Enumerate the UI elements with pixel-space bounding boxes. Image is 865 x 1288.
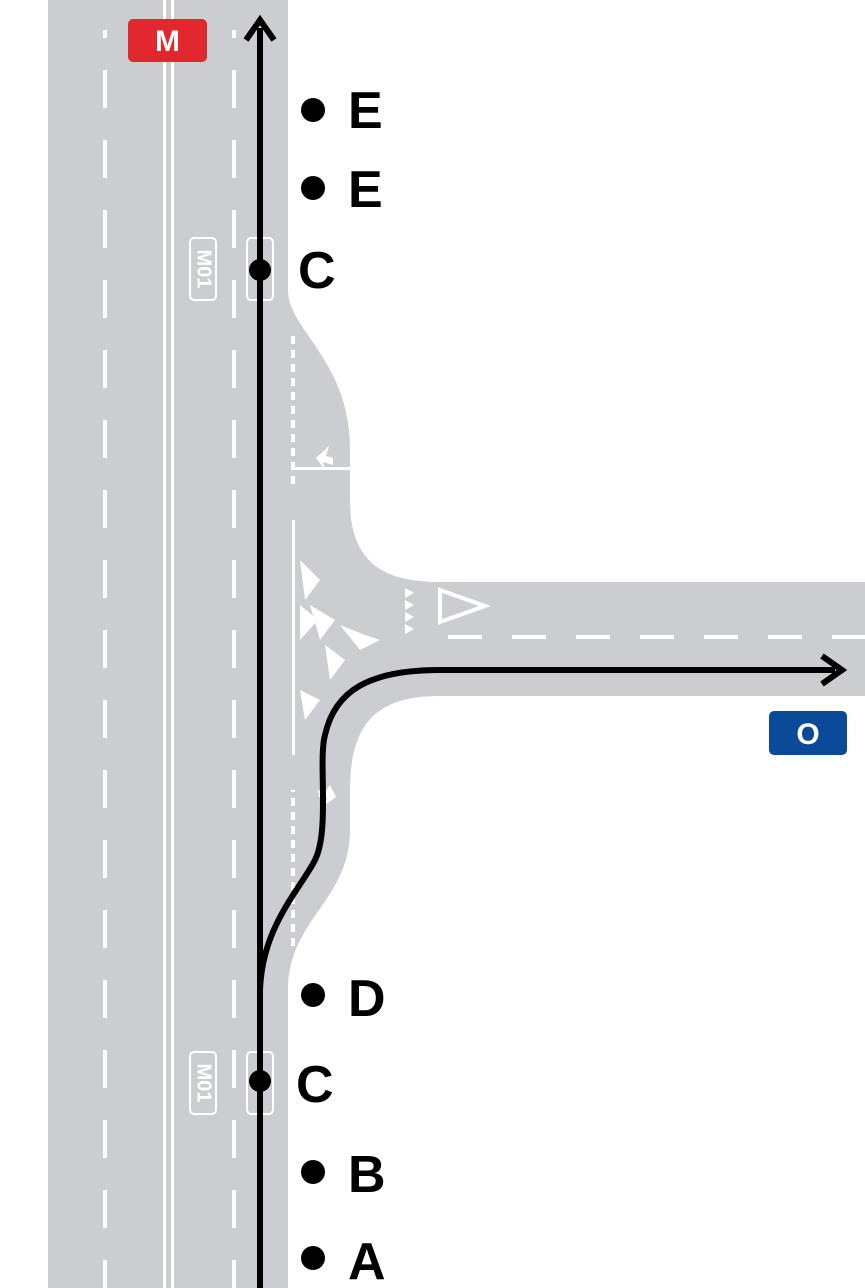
left-turn-arrow-icon [316, 446, 333, 505]
point-c-bottom-label: C [296, 1056, 334, 1114]
point-labels: E E C D C B A [296, 82, 386, 1288]
point-e1-label: E [348, 82, 383, 140]
turn-arrowhead-icon [820, 653, 848, 687]
centre-double-line [163, 0, 174, 1288]
pocket-edge-top [291, 335, 295, 485]
route-badge-main: M [128, 19, 207, 62]
route-code-top: M01 [193, 250, 215, 289]
point-e2-dot [301, 176, 325, 200]
turning-path [256, 653, 848, 1001]
point-c-top-label: C [298, 242, 336, 300]
route-badge-other: O [769, 711, 847, 755]
point-e2-label: E [348, 161, 383, 219]
give-way-marking [405, 587, 491, 634]
route-badge-other-text: O [796, 718, 819, 751]
point-d-dot [301, 983, 325, 1007]
side-road-centre-line [420, 635, 865, 639]
point-a-label: A [348, 1233, 386, 1288]
route-badge-other-bg [769, 711, 847, 755]
route-badge-main-bg [128, 19, 207, 62]
point-d-label: D [348, 970, 386, 1028]
point-b-dot [301, 1160, 325, 1184]
point-b-label: B [348, 1146, 386, 1204]
node-c-bottom [249, 1070, 271, 1092]
turn-arrows [316, 446, 336, 805]
hatched-edge [292, 520, 295, 755]
route-code-bottom: M01 [193, 1064, 215, 1103]
right-turn-arrow-icon [318, 785, 336, 805]
pocket-stop-line [292, 467, 350, 470]
lane-divider-right [232, 30, 236, 1288]
node-c-top [249, 259, 271, 281]
main-road [48, 0, 865, 1288]
point-e1-dot [301, 98, 325, 122]
route-badge-main-text: M [155, 25, 180, 58]
lane-divider-left [103, 30, 107, 1288]
pocket-edge-bottom [291, 790, 295, 950]
hatched-island [300, 560, 380, 720]
junction-surface [288, 290, 865, 990]
straight-arrowhead-icon [243, 14, 277, 42]
point-a-dot [301, 1246, 325, 1270]
main-road-surface [48, 0, 288, 1288]
